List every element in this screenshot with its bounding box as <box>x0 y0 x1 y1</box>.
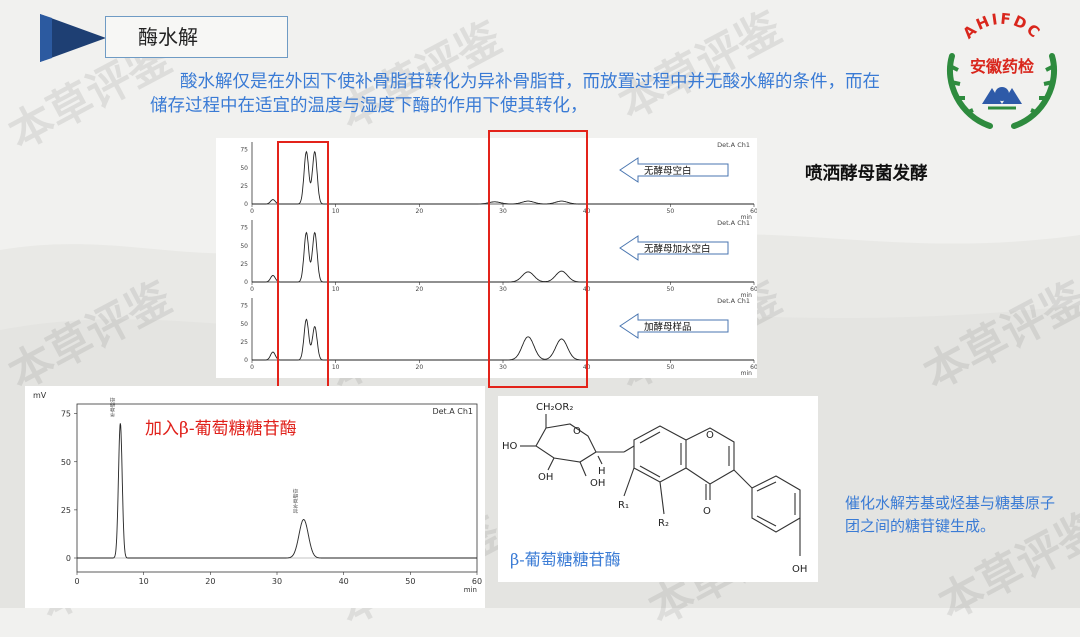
label-ch2or2: CH₂OR₂ <box>536 402 573 413</box>
x-tick-label: 40 <box>339 577 349 586</box>
channel-label: Det.A Ch1 <box>717 297 750 305</box>
label-oh-mid: OH <box>590 478 605 489</box>
org-logo: AHIFDC 安徽药检 <box>938 8 1066 136</box>
channel-label: Det.A Ch1 <box>432 407 473 416</box>
y-tick-label: 0 <box>244 279 248 286</box>
x-tick-label: 10 <box>332 208 340 215</box>
x-tick-label: 30 <box>499 286 507 293</box>
y-tick-label: 75 <box>240 225 248 232</box>
x-unit-label: min <box>741 214 753 221</box>
enzyme-label-red: 加入β-葡萄糖糖苷酶 <box>145 419 297 439</box>
arrow-label: 加酵母样品 <box>644 321 692 333</box>
enzyme-chromatogram: 75 50 25 0 0 10 20 30 40 50 60 mV min Det.A Ch1 补骨脂苷异补… <box>25 386 485 608</box>
channel-label: Det.A Ch1 <box>717 219 750 227</box>
slide-title: 酶水解 <box>105 16 288 58</box>
y-tick-label: 25 <box>240 183 248 190</box>
label-ho: HO <box>502 441 518 452</box>
label-r1: R₁ <box>618 500 629 511</box>
label-carbonyl-o: O <box>703 506 711 517</box>
peak-label: 异补骨脂苷 <box>293 488 300 513</box>
side-note: 喷洒酵母菌发酵 <box>805 164 928 184</box>
chromatogram-trace <box>77 423 477 559</box>
y-tick-label: 75 <box>240 147 248 154</box>
chromatogram-trace <box>252 318 754 361</box>
chromatogram-trace <box>252 231 754 283</box>
x-tick-label: 20 <box>416 364 424 371</box>
x-unit-label: min <box>741 292 753 299</box>
y-tick-label: 50 <box>240 243 248 250</box>
x-unit-label: min <box>741 370 753 377</box>
x-tick-label: 60 <box>750 286 757 293</box>
catalysis-text: 催化水解芳基或烃基与糖基原子团之间的糖苷键生成。 <box>845 494 1056 535</box>
x-tick-label: 10 <box>332 364 340 371</box>
y-tick-label: 25 <box>61 506 71 515</box>
x-tick-label: 0 <box>250 364 254 371</box>
highlight-box-right <box>488 130 588 388</box>
label-r2: R₂ <box>658 518 669 529</box>
x-tick-label: 50 <box>667 286 675 293</box>
arrow-label: 无酵母空白 <box>644 165 692 177</box>
x-tick-label: 10 <box>332 286 340 293</box>
x-tick-label: 50 <box>667 208 675 215</box>
logo-name: 安徽药检 <box>970 57 1034 76</box>
x-tick-label: 60 <box>472 577 482 586</box>
y-tick-label: 25 <box>240 339 248 346</box>
y-tick-label: 0 <box>244 201 248 208</box>
arrow-callout <box>619 235 729 261</box>
x-tick-label: 10 <box>139 577 149 586</box>
highlight-box-left <box>277 141 329 389</box>
label-ring-o: O <box>573 426 581 437</box>
x-tick-label: 30 <box>499 208 507 215</box>
y-tick-label: 50 <box>61 458 71 467</box>
y-tick-label: 50 <box>240 165 248 172</box>
x-tick-label: 30 <box>272 577 282 586</box>
label-chromone-o: O <box>706 430 714 441</box>
x-tick-label: 60 <box>750 208 757 215</box>
y-tick-label: 0 <box>244 357 248 364</box>
intro-paragraph: 酸水解仅是在外因下使补骨脂苷转化为异补骨脂苷，而放置过程中并无酸水解的条件，而在… <box>150 72 880 116</box>
x-tick-label: 20 <box>416 208 424 215</box>
y-tick-label: 50 <box>240 321 248 328</box>
enzyme-label-blue: β-葡萄糖糖苷酶 <box>510 550 621 569</box>
x-tick-label: 20 <box>416 286 424 293</box>
y-tick-label: 0 <box>66 554 71 563</box>
x-tick-label: 0 <box>250 208 254 215</box>
peak-label: 补骨脂苷 <box>109 397 116 417</box>
arrow-callout <box>619 313 729 339</box>
chromatogram-trace <box>252 150 754 205</box>
y-unit-label: mV <box>33 391 47 400</box>
label-h: H <box>598 466 606 477</box>
x-tick-label: 20 <box>205 577 215 586</box>
y-tick-label: 25 <box>240 261 248 268</box>
channel-label: Det.A Ch1 <box>717 141 750 149</box>
x-tick-label: 50 <box>667 364 675 371</box>
x-tick-label: 30 <box>499 364 507 371</box>
logo-abbr: AHIFDC <box>959 10 1044 43</box>
y-tick-label: 75 <box>61 410 71 419</box>
x-tick-label: 60 <box>750 364 757 371</box>
chemical-structure: CH₂OR₂ O HO OH H OH O R₁ R₂ O OH <box>498 396 818 582</box>
x-unit-label: min <box>464 586 477 594</box>
label-oh-phenyl: OH <box>792 564 807 575</box>
x-tick-label: 0 <box>250 286 254 293</box>
arrow-label: 无酵母加水空白 <box>644 243 711 255</box>
arrow-callout <box>619 157 729 183</box>
y-tick-label: 75 <box>240 303 248 310</box>
x-tick-label: 0 <box>74 577 79 586</box>
x-tick-label: 50 <box>405 577 415 586</box>
label-oh-left: OH <box>538 472 553 483</box>
